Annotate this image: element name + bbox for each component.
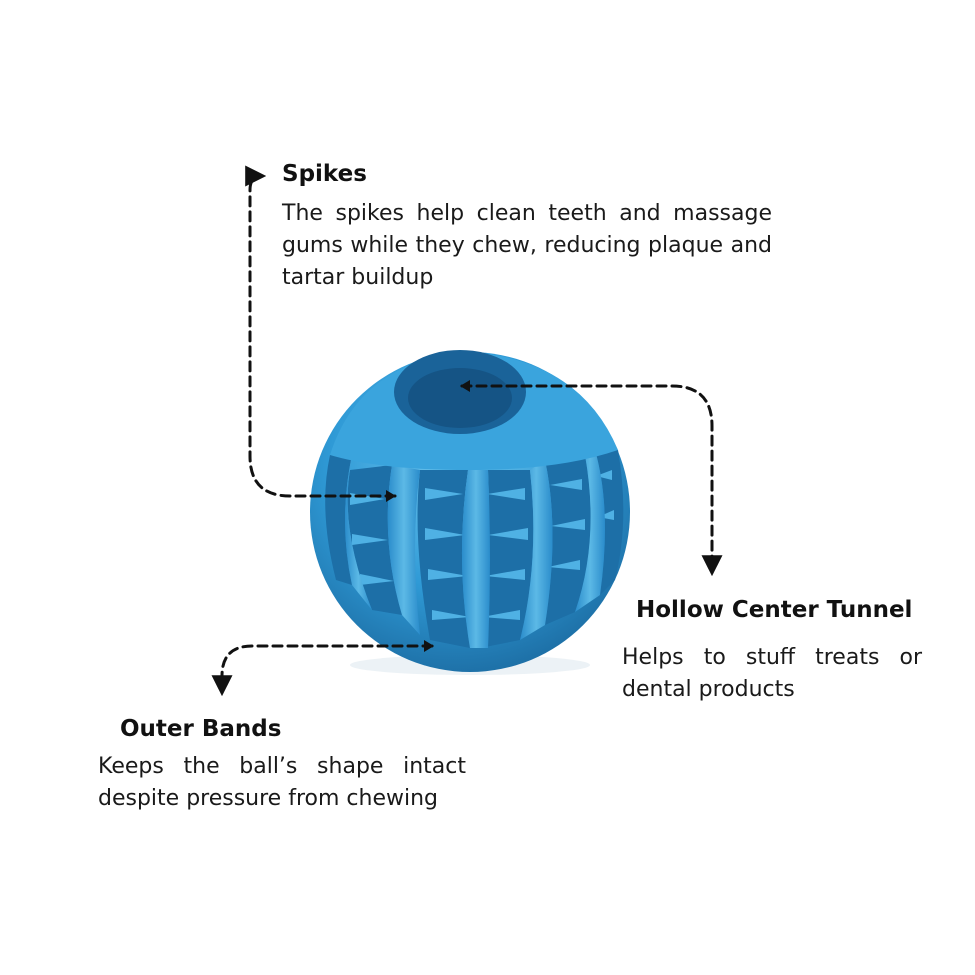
- leader-lines: [211, 165, 723, 697]
- hollow-center-description: Helps to stuff treats or dental products: [622, 645, 922, 702]
- spikes-leader-line: [245, 165, 397, 498]
- outer-bands: [345, 450, 605, 648]
- dental-ball: [310, 350, 630, 675]
- leader-line-start-dots: [386, 380, 470, 652]
- hollow-center-title: Hollow Center Tunnel: [636, 597, 913, 623]
- outer-bands-leader-line: [211, 644, 434, 697]
- outer-bands-description: Keeps the ball’s shape intact despite pr…: [98, 754, 466, 811]
- spikes-title: Spikes: [282, 161, 367, 187]
- hollow-center-inner: [408, 368, 512, 428]
- spikes-description: The spikes help clean teeth and massage …: [282, 201, 772, 290]
- hollow-center-leader-line: [460, 384, 723, 577]
- outer-bands-title: Outer Bands: [120, 716, 282, 742]
